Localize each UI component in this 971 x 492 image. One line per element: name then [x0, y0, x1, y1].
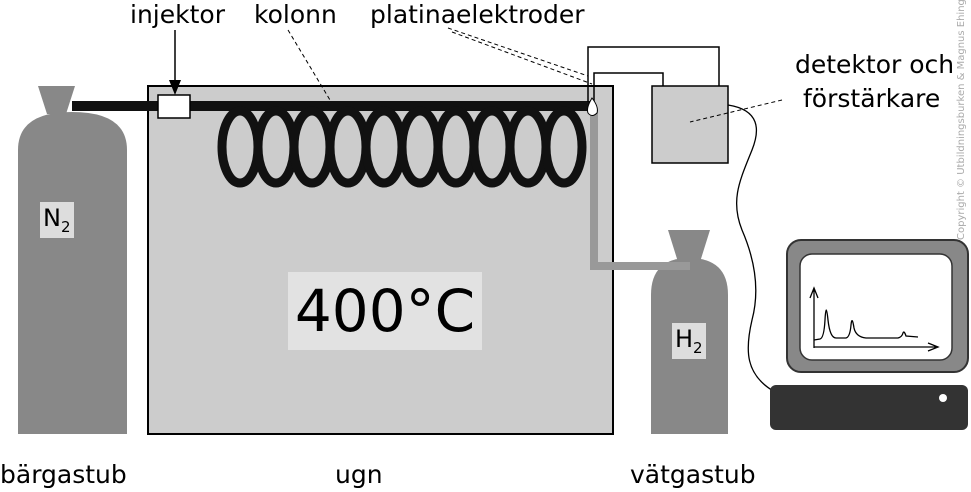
signal-cable — [727, 104, 776, 393]
h2-label: H2 — [672, 323, 706, 359]
electrode-wire — [587, 46, 720, 102]
h2-symbol: H — [675, 325, 694, 353]
detector-amplifier — [651, 85, 729, 164]
hydrogen-tube-label: vätgastub — [630, 460, 756, 489]
h2-subscript: 2 — [693, 338, 703, 357]
column-coil — [217, 106, 587, 188]
leader-lines — [287, 27, 783, 123]
injector — [157, 94, 191, 119]
injector-arrow — [169, 30, 181, 95]
n2-subscript: 2 — [60, 217, 71, 236]
electrode-wire — [593, 72, 664, 102]
column-loop — [541, 106, 587, 188]
hydrogen-pipe — [590, 112, 690, 270]
n2-cylinder — [18, 86, 127, 434]
flame-icon — [587, 97, 598, 116]
copyright-text: Copyright © Utbildningsburken & Magnus E… — [956, 0, 967, 240]
chromatogram — [809, 286, 940, 352]
injector-label: injektor — [130, 0, 225, 29]
detector-label-line1: detektor och — [795, 50, 955, 79]
oven-label: ugn — [335, 460, 383, 489]
carrier-gas-tube-label: bärgastub — [0, 460, 127, 489]
detector-label-line2: förstärkare — [803, 84, 941, 113]
column-label: kolonn — [254, 0, 337, 29]
computer — [770, 239, 969, 430]
n2-symbol: N — [43, 204, 61, 232]
electrodes-label: platinaelektroder — [370, 0, 585, 29]
n2-label: N2 — [40, 202, 74, 238]
oven-temperature: 400°C — [288, 272, 482, 350]
